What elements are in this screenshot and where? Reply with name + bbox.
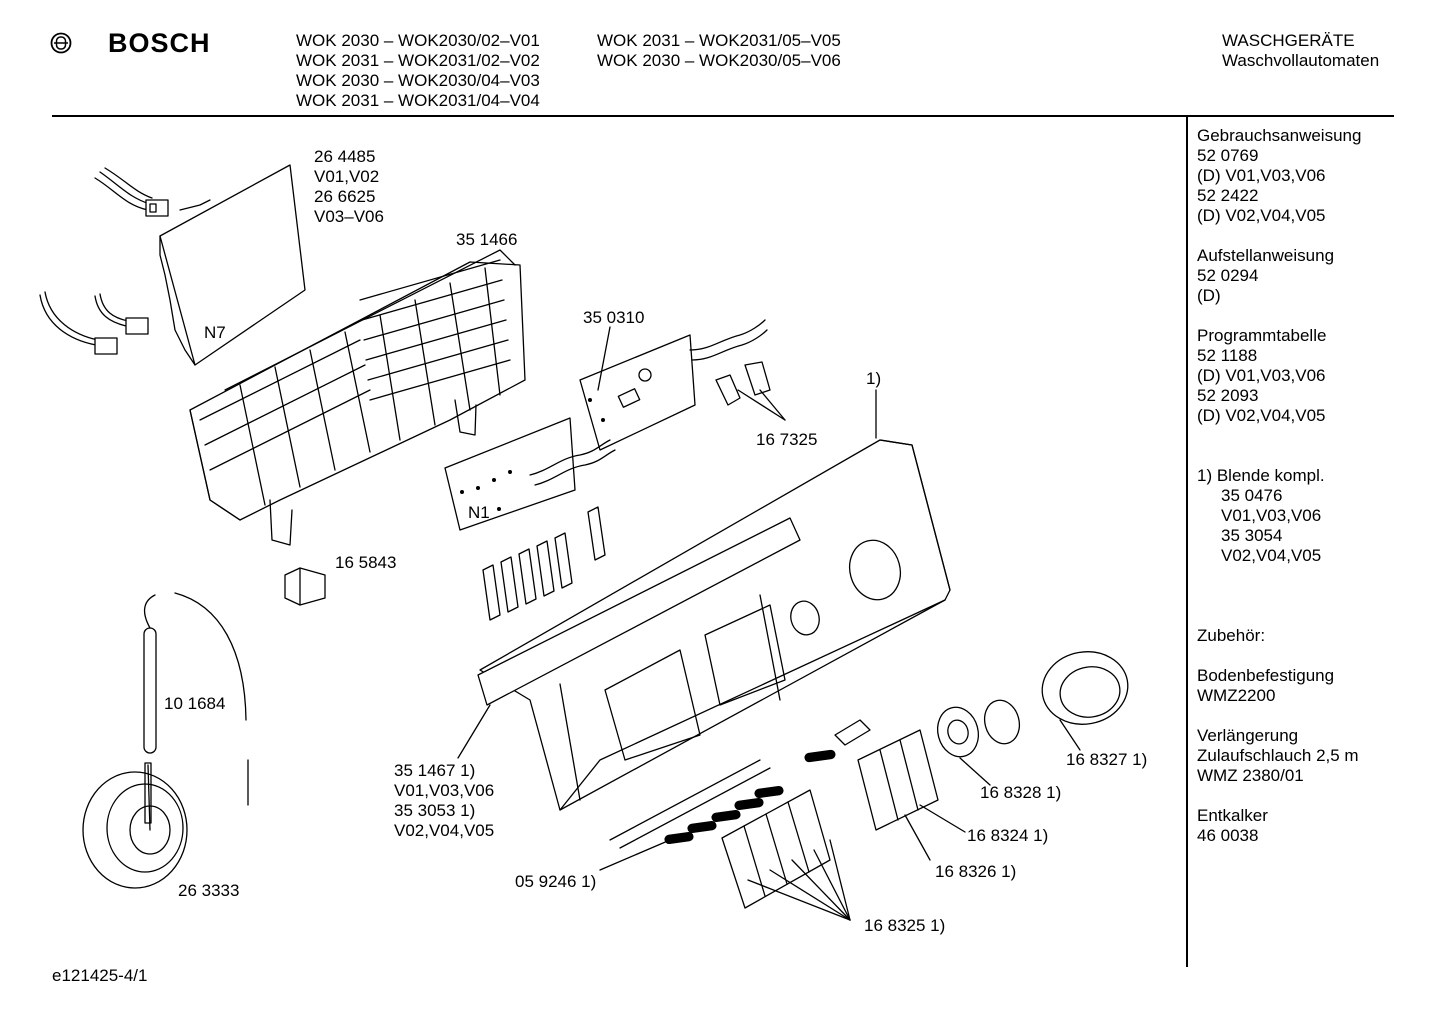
- button-block-2-icon: [834, 719, 939, 831]
- programmtabelle-block: Programmtabelle 52 1188 (D) V01,V03,V06 …: [1197, 326, 1437, 426]
- sidebar-line: 35 0476: [1221, 486, 1283, 505]
- circuit-board-n7: [159, 164, 306, 366]
- aufstellanweisung-block: Aufstellanweisung 52 0294 (D): [1197, 246, 1437, 306]
- sidebar-line: (D): [1197, 286, 1221, 305]
- label-board-n1: N1: [468, 503, 490, 522]
- label-part-351467: 35 1467 1) V01,V03,V06 35 3053 1) V02,V0…: [394, 761, 495, 840]
- spring-set-icon: [609, 749, 836, 849]
- sidebar-heading: Entkalker: [1197, 806, 1268, 825]
- model-line: WOK 2030 – WOK2030/05–V06: [597, 51, 841, 70]
- knob-small-icon: [936, 699, 1021, 758]
- label-ref-1: 1): [866, 369, 882, 388]
- sidebar-line: (D) V02,V04,V05: [1197, 206, 1326, 225]
- sidebar-line: 46 0038: [1197, 826, 1259, 845]
- sidebar-line: (D) V01,V03,V06: [1197, 166, 1326, 185]
- sidebar-line: 52 0294: [1197, 266, 1259, 285]
- category-title: WASCHGERÄTE: [1222, 31, 1355, 50]
- category: WASCHGERÄTE Waschvollautomaten: [1222, 31, 1379, 71]
- sidebar-line: V02,V04,V05: [1221, 546, 1322, 565]
- sidebar-heading: Zubehör:: [1197, 626, 1266, 645]
- model-line: WOK 2030 – WOK2030/02–V01: [296, 31, 540, 50]
- sidebar-line: Zulaufschlauch 2,5 m: [1197, 746, 1359, 765]
- sidebar-heading: Bodenbefestigung: [1197, 666, 1335, 685]
- model-line: WOK 2030 – WOK2030/04–V03: [296, 71, 540, 90]
- sidebar-heading: Verlängerung: [1197, 726, 1299, 745]
- bosch-logo-icon: [50, 32, 72, 54]
- label-part-168326: 16 8326 1): [935, 862, 1017, 881]
- label-part-350310: 35 0310: [583, 308, 645, 327]
- sidebar-heading: Aufstellanweisung: [1197, 246, 1335, 265]
- model-list-2: WOK 2031 – WOK2031/05–V05 WOK 2030 – WOK…: [597, 31, 841, 71]
- verlaengerung-block: Verlängerung Zulaufschlauch 2,5 m WMZ 23…: [1197, 726, 1437, 786]
- sidebar-line: (D) V01,V03,V06: [1197, 366, 1326, 385]
- blende-block: 1) Blende kompl. 35 0476 V01,V03,V06 35 …: [1197, 466, 1437, 566]
- sidebar-line: V01,V03,V06: [1221, 506, 1322, 525]
- button-block-icon: [721, 789, 831, 909]
- sidebar-line: 35 3054: [1221, 526, 1283, 545]
- leader-lines: [457, 326, 1081, 921]
- sidebar-line: WMZ 2380/01: [1197, 766, 1304, 785]
- zubehoer-heading: Zubehör:: [1197, 626, 1437, 646]
- sidebar-line: 52 2422: [1197, 186, 1259, 205]
- exploded-parts-diagram: [39, 164, 1129, 921]
- label-part-264485: 26 4485 V01,V02 26 6625 V03–V06: [314, 147, 384, 226]
- model-line: WOK 2031 – WOK2031/02–V02: [296, 51, 540, 70]
- bodenbefestigung-block: Bodenbefestigung WMZ2200: [1197, 666, 1437, 706]
- sidebar-heading: Programmtabelle: [1197, 326, 1327, 345]
- sidebar-line: WMZ2200: [1197, 686, 1276, 705]
- sidebar-line: 52 0769: [1197, 146, 1259, 165]
- gebrauchsanweisung-block: Gebrauchsanweisung 52 0769 (D) V01,V03,V…: [1197, 126, 1437, 226]
- label-part-168328: 16 8328 1): [980, 783, 1062, 802]
- shaft-rod-icon: [143, 592, 249, 806]
- label-part-351466: 35 1466: [456, 230, 518, 249]
- sidebar-line: 52 2093: [1197, 386, 1259, 405]
- sidebar-heading: Gebrauchsanweisung: [1197, 126, 1362, 145]
- label-part-168325: 16 8325 1): [864, 916, 946, 935]
- control-panel-blende: [477, 439, 951, 811]
- clip-part-icon: [284, 567, 326, 606]
- label-part-263333: 26 3333: [178, 881, 240, 900]
- label-part-165843: 16 5843: [335, 553, 397, 572]
- entkalker-block: Entkalker 46 0038: [1197, 806, 1437, 846]
- circuit-board-350310: [579, 319, 768, 451]
- label-part-168324: 16 8324 1): [967, 826, 1049, 845]
- push-button-row: [482, 506, 606, 621]
- sidebar-line: 52 1188: [1197, 346, 1258, 365]
- header-divider: [52, 115, 1394, 117]
- cable-harness-icon: [39, 167, 169, 355]
- label-part-101684: 10 1684: [164, 694, 226, 713]
- sidebar-line: (D) V02,V04,V05: [1197, 406, 1326, 425]
- knob-large-icon: [1041, 651, 1129, 725]
- model-list-1: WOK 2030 – WOK2030/02–V01 WOK 2031 – WOK…: [296, 31, 540, 111]
- sidebar-heading: 1) Blende kompl.: [1197, 466, 1325, 485]
- category-subtitle: Waschvollautomaten: [1222, 51, 1380, 70]
- label-part-167325: 16 7325: [756, 430, 818, 449]
- model-line: WOK 2031 – WOK2031/04–V04: [296, 91, 540, 110]
- sidebar: Gebrauchsanweisung 52 0769 (D) V01,V03,V…: [1197, 126, 1437, 866]
- sidebar-divider: [1186, 117, 1188, 967]
- control-frame: [189, 249, 526, 546]
- brand-name: BOSCH: [108, 28, 211, 58]
- clip-pair-icon: [715, 361, 771, 406]
- label-board-n7: N7: [204, 323, 226, 342]
- label-part-168327: 16 8327 1): [1066, 750, 1148, 769]
- label-part-059246: 05 9246 1): [515, 872, 597, 891]
- pressure-switch-icon: [82, 762, 188, 889]
- document-code: e121425-4/1: [52, 966, 148, 985]
- model-line: WOK 2031 – WOK2031/05–V05: [597, 31, 841, 50]
